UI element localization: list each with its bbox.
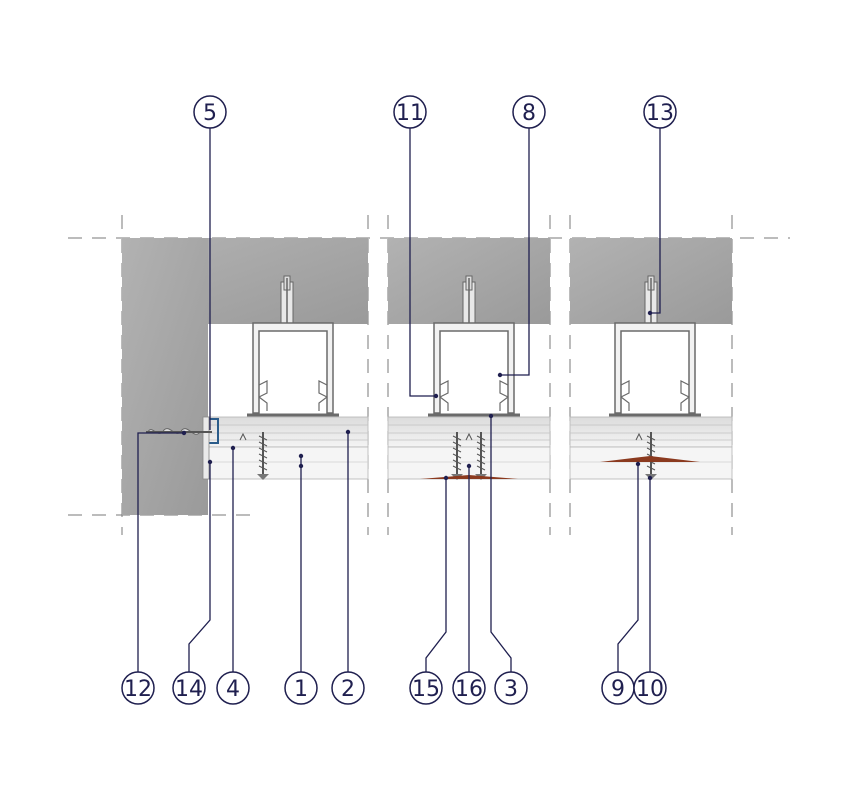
callout-4-label: 4: [226, 677, 240, 702]
callout-12-label: 12: [124, 677, 152, 702]
callout-11: 11: [393, 95, 427, 129]
callout-14: 14: [172, 671, 206, 705]
callout-9: 9: [601, 671, 635, 705]
callout-1: 1: [284, 671, 318, 705]
callout-4: 4: [216, 671, 250, 705]
callout-15: 15: [409, 671, 443, 705]
joint-sealant-3: [600, 456, 700, 462]
callout-3-label: 3: [504, 677, 518, 702]
callout-2: 2: [331, 671, 365, 705]
callout-13: 13: [643, 95, 677, 129]
callout-5-label: 5: [203, 101, 217, 126]
callout-1-label: 1: [294, 677, 308, 702]
callout-2-label: 2: [341, 677, 355, 702]
panel-board-joint-alt: [569, 238, 733, 481]
board-layer-bottom-1: [207, 446, 369, 480]
callout-13-label: 13: [646, 101, 674, 126]
leader-lines: [137, 128, 661, 672]
callout-5: 5: [193, 95, 227, 129]
callout-15-label: 15: [412, 677, 440, 702]
callout-12: 12: [121, 671, 155, 705]
callout-8: 8: [512, 95, 546, 129]
callout-8-label: 8: [522, 101, 536, 126]
board-layer-top-1: [207, 416, 369, 448]
callout-16-label: 16: [455, 677, 483, 702]
callout-14-label: 14: [175, 677, 203, 702]
callout-10: 10: [633, 671, 667, 705]
callout-11-label: 11: [396, 101, 424, 126]
separating-strip: [202, 416, 210, 480]
panel-wall-junction: [122, 238, 369, 515]
callout-10-label: 10: [636, 677, 664, 702]
callout-9-label: 9: [611, 677, 625, 702]
concrete-wall: [122, 238, 208, 515]
callouts: 5 11 8 13 12 14 4 1: [121, 95, 677, 705]
leader-dots: [181, 310, 653, 481]
callout-3: 3: [494, 671, 528, 705]
panel-board-joint: [387, 238, 551, 481]
board-layer-top-2: [387, 416, 551, 448]
callout-16: 16: [452, 671, 486, 705]
